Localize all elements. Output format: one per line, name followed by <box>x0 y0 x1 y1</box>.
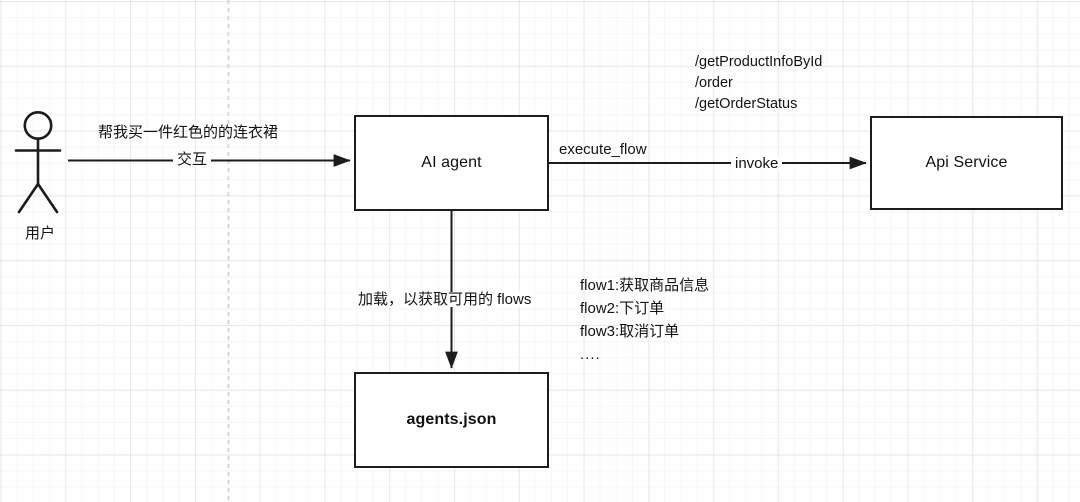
node-ai-agent[interactable]: AI agent <box>354 115 549 211</box>
edge-label-load-flows: 加载，以获取可用的 flows <box>355 292 535 307</box>
user-actor-figure <box>14 111 62 214</box>
api-endpoint-item: /getProductInfoById <box>695 54 823 70</box>
node-agents-json[interactable]: agents.json <box>354 372 549 468</box>
node-api-service[interactable]: Api Service <box>870 116 1063 210</box>
edge-label-execute-flow: execute_flow <box>559 141 647 158</box>
flow-item-ellipsis: .... <box>580 346 601 363</box>
user-actor-caption: 用户 <box>24 225 55 242</box>
flow-item: flow3:取消订单 <box>580 323 680 340</box>
edge-label-interaction: 交互 <box>173 152 212 167</box>
flows-annotation: flow1:获取商品信息 flow2:下订单 flow3:取消订单 .... <box>580 274 709 366</box>
api-endpoint-item: /order <box>695 75 733 91</box>
edge-label-invoke: invoke <box>731 156 783 171</box>
flow-item: flow2:下订单 <box>580 300 665 317</box>
edge-label-user-request: 帮我买一件红色的的连衣裙 <box>98 124 279 141</box>
node-ai-agent-label: AI agent <box>421 154 482 171</box>
flow-item: flow1:获取商品信息 <box>580 277 710 294</box>
api-endpoints-annotation: /getProductInfoById /order /getOrderStat… <box>695 52 822 115</box>
node-api-service-label: Api Service <box>925 154 1008 171</box>
api-endpoint-item: /getOrderStatus <box>695 96 798 112</box>
node-agents-json-label: agents.json <box>406 411 497 428</box>
